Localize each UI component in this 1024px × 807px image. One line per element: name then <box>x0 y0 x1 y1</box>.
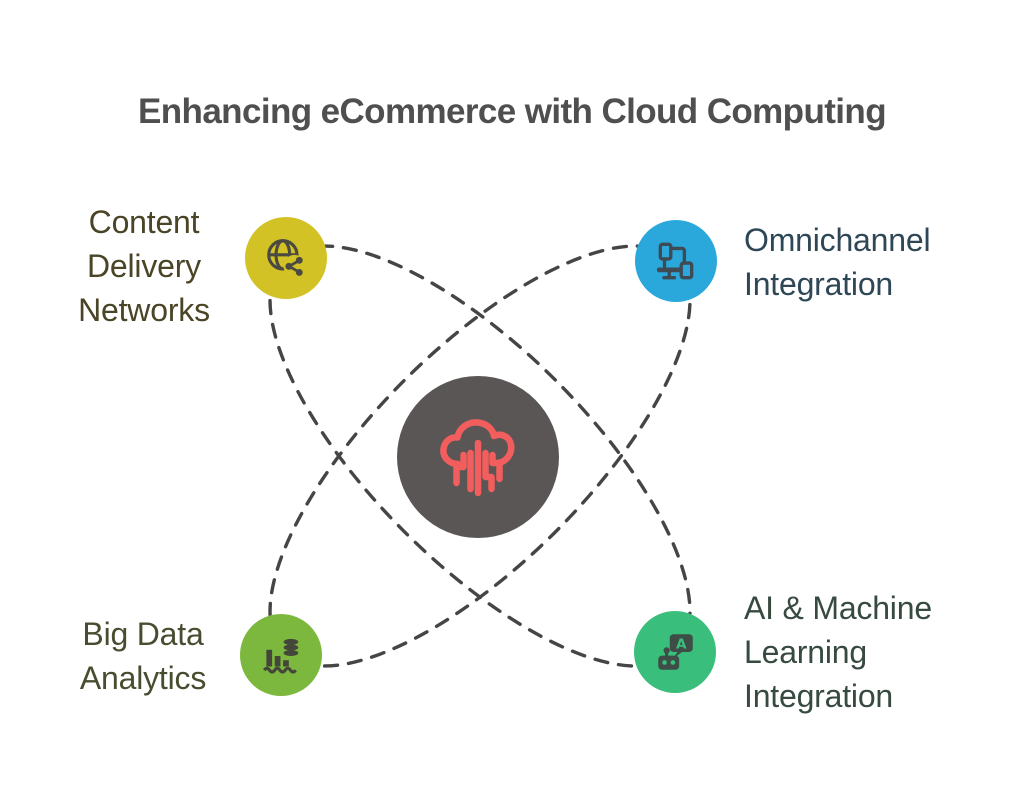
bar-chart-database-icon <box>258 632 304 678</box>
label-big-data-analytics: Big Data Analytics <box>79 616 207 696</box>
cloud-circuit-icon <box>428 407 528 507</box>
node-ai-machine-learning: A <box>634 611 716 693</box>
svg-text:A: A <box>676 636 687 652</box>
node-content-delivery-networks <box>245 217 327 299</box>
node-big-data-analytics <box>240 614 322 696</box>
robot-chat-icon: A <box>652 629 698 675</box>
label-ai-machine-learning: AI & Machine Learning Integration <box>744 590 932 714</box>
page-title: Enhancing eCommerce with Cloud Computing <box>138 92 887 131</box>
globe-share-icon <box>263 235 309 281</box>
label-omnichannel-integration: Omnichannel Integration <box>744 222 931 302</box>
label-content-delivery-networks: Content Delivery Networks <box>78 204 210 328</box>
node-omnichannel-integration <box>635 220 717 302</box>
center-cloud-node <box>397 376 559 538</box>
connected-devices-icon <box>653 238 699 284</box>
